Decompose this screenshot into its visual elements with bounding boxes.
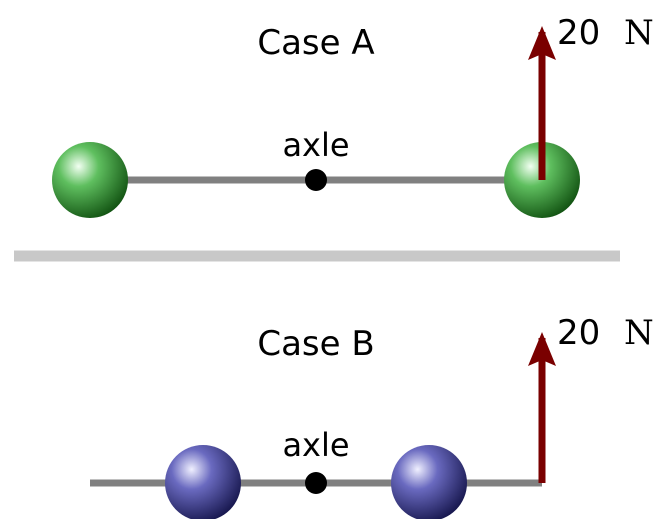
case-a-axle-label: axle xyxy=(282,126,349,164)
case-b-axle xyxy=(305,472,327,494)
case-a-force-arrowhead xyxy=(528,26,556,60)
case-b-title: Case B xyxy=(257,324,374,364)
case-b-axle-label: axle xyxy=(282,426,349,464)
case-b-force-value: 20 xyxy=(557,313,600,353)
case-a-axle xyxy=(305,169,327,191)
case-a-left-mass xyxy=(52,142,128,218)
case-b-left-mass xyxy=(165,445,241,519)
case-a-force-unit: N xyxy=(624,13,654,53)
case-a-force-value: 20 xyxy=(557,13,600,53)
case-a-title: Case A xyxy=(257,23,374,63)
case-b-force-unit: N xyxy=(624,313,654,353)
case-b-right-mass xyxy=(391,445,467,519)
case-a-panel: Case A axle 20 N xyxy=(52,13,654,218)
case-b-panel: Case B axle 20 N xyxy=(90,313,654,519)
case-b-force-arrowhead xyxy=(528,332,556,366)
